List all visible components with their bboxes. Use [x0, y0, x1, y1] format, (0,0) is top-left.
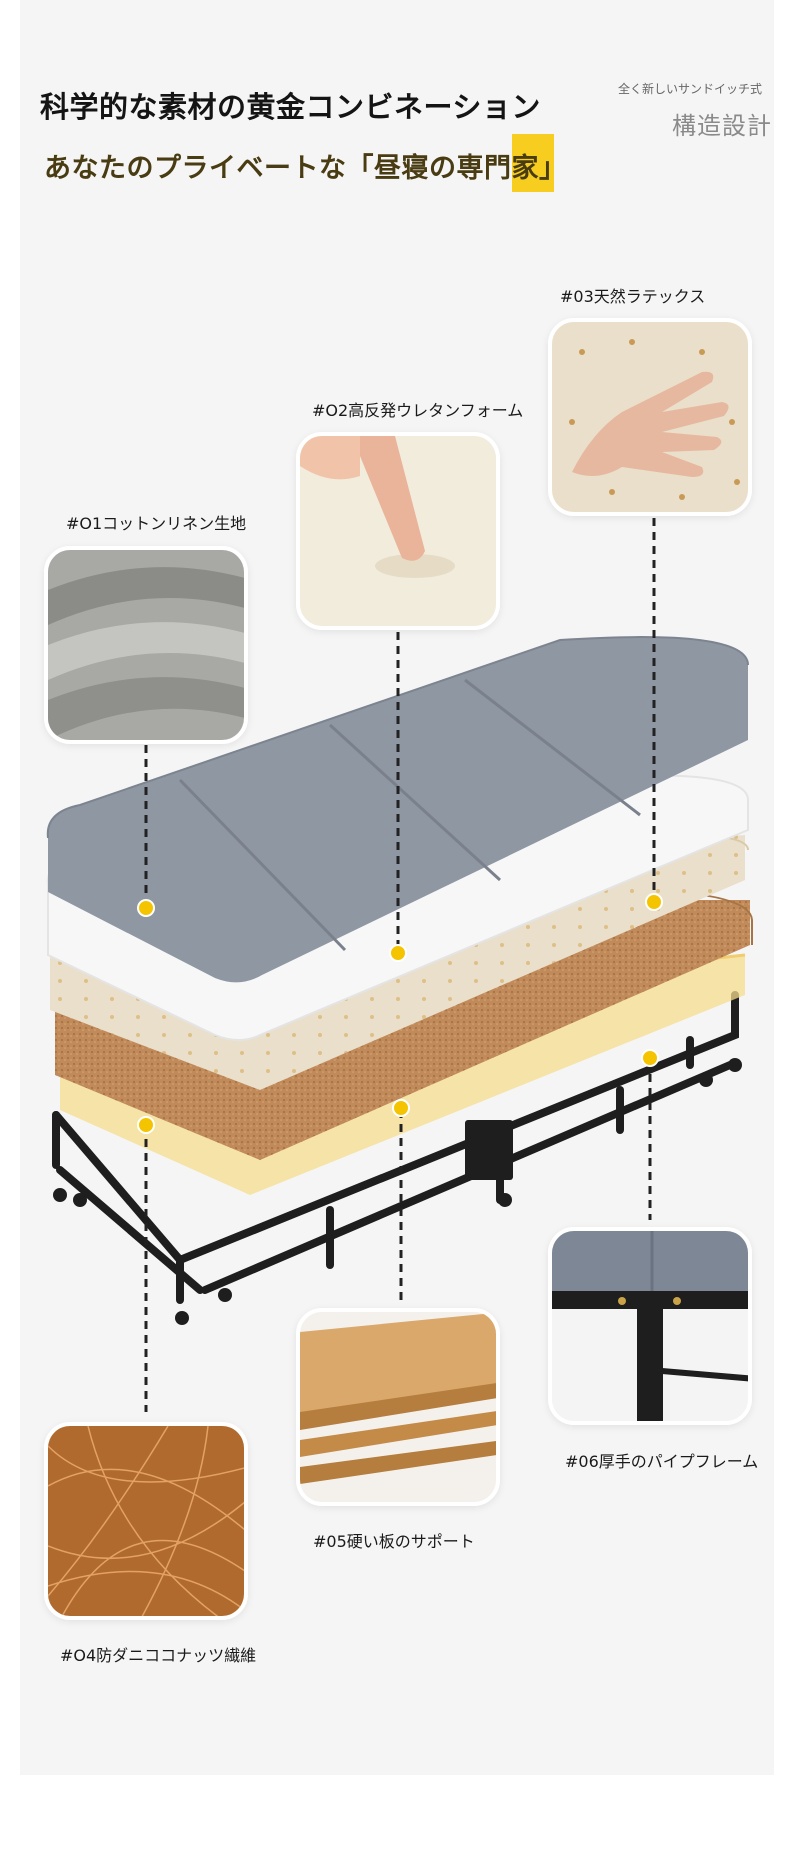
coconut-fiber-icon — [44, 1422, 248, 1620]
pipe-frame-closeup-icon — [548, 1227, 752, 1425]
headline-highlight-mark — [512, 134, 554, 192]
wood-boards-icon — [296, 1308, 500, 1506]
tagline-large: 構造設計 — [672, 112, 772, 140]
headline: 科学的な素材の黄金コンビネーション — [40, 90, 541, 124]
connector-lines — [144, 518, 656, 1412]
frame-feet — [53, 1058, 742, 1325]
layer-label-latex: #03天然ラテックス — [560, 287, 706, 306]
latex-hand-press-icon — [548, 318, 752, 516]
tagline-small: 全く新しいサンドイッチ式 — [617, 82, 762, 96]
fabric-swatch-icon — [44, 546, 248, 744]
layer-marker-dots — [137, 893, 663, 1134]
subheadline: あなたのプライベートな「昼寝の専門家」 — [44, 153, 567, 184]
layer-label-board: #05硬い板のサポート — [313, 1532, 475, 1551]
layer-label-coconut: #O4防ダニココナッツ繊維 — [60, 1646, 257, 1665]
foam-finger-press-icon — [296, 432, 500, 630]
layer-label-frame: #06厚手のパイプフレーム — [565, 1452, 759, 1471]
layer-label-foam: #O2高反発ウレタンフォーム — [312, 401, 524, 420]
layer-label-fabric: #O1コットンリネン生地 — [66, 514, 247, 533]
